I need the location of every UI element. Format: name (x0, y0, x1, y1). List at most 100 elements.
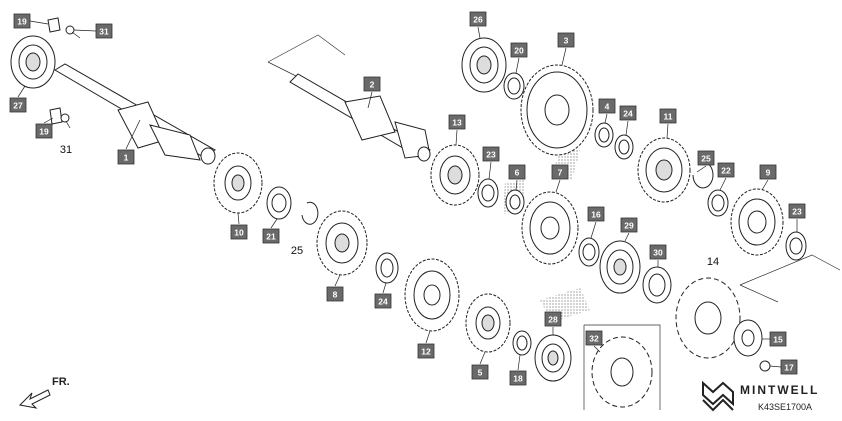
label-box (659, 108, 677, 124)
part-label-6: 6 (508, 164, 526, 180)
label-25-plain: 25 (291, 245, 303, 257)
label-box (788, 203, 806, 219)
gear-8 (316, 210, 368, 276)
label-box (598, 98, 616, 114)
leader-line-12 (425, 330, 431, 344)
label-box (9, 97, 27, 113)
label-box (717, 162, 735, 178)
leader-line-31a (73, 29, 97, 32)
label-box (374, 293, 392, 309)
label-number: 22 (721, 166, 731, 176)
part-label-21: 21 (262, 228, 280, 244)
label-number: 24 (623, 109, 633, 119)
washer-21 (266, 186, 292, 220)
label-box (509, 370, 527, 386)
part-label-24a: 24 (619, 105, 637, 121)
label-box (230, 224, 248, 240)
label-number: 16 (591, 210, 601, 220)
label-box (417, 343, 435, 359)
leader-line-16 (590, 221, 597, 239)
label-number: 9 (766, 168, 771, 178)
leader-line-19a (29, 20, 49, 25)
part-label-23b: 23 (788, 203, 806, 219)
washer-24-lower (375, 252, 399, 284)
gear-11 (637, 137, 691, 203)
bearing-26 (461, 37, 507, 93)
washer-20 (503, 72, 525, 100)
part-label-19a: 19 (13, 13, 31, 29)
label-number: 10 (234, 228, 244, 238)
label-box (587, 206, 605, 222)
label-box (620, 217, 638, 233)
part-label-16: 16 (587, 206, 605, 222)
part-label-5: 5 (471, 364, 489, 380)
part-label-4: 4 (598, 98, 616, 114)
bolt-17 (759, 360, 771, 372)
label-number: 1 (124, 153, 129, 163)
label-box (117, 149, 135, 165)
label-number: 6 (515, 168, 520, 178)
label-number: 31 (99, 27, 109, 37)
label-number: 32 (589, 334, 599, 344)
brand-name: MINTWELL (740, 383, 819, 397)
label-14-plain: 14 (707, 256, 719, 268)
part-label-27: 27 (9, 97, 27, 113)
part-label-28: 28 (544, 311, 562, 327)
sprocket-14 (675, 277, 741, 359)
part-label-22: 22 (717, 162, 735, 178)
bearing-27 (10, 35, 56, 89)
gear-7 (521, 191, 579, 265)
gear-5 (465, 293, 511, 353)
label-number: 15 (773, 335, 783, 345)
label-number: 4 (605, 102, 610, 112)
leader-line-3 (561, 47, 567, 66)
leader-line-11 (666, 123, 669, 139)
part-label-7: 7 (551, 164, 569, 180)
label-number: 26 (473, 15, 483, 25)
leader-line-17 (769, 365, 782, 368)
part-label-12: 12 (417, 343, 435, 359)
label-number: 23 (792, 207, 802, 217)
label-number: 7 (558, 168, 563, 178)
washer-24-upper (614, 134, 634, 160)
label-number: 21 (266, 232, 276, 242)
washer-22 (707, 189, 729, 217)
leader-line-19b (43, 117, 54, 124)
bearing-28 (534, 334, 572, 382)
label-number: 25 (701, 154, 711, 164)
washer-23-mid (477, 178, 499, 208)
leader-line-32 (593, 345, 601, 353)
label-box (35, 123, 53, 139)
diagram-code: K43SE1700A (758, 402, 812, 412)
washer-16 (578, 237, 600, 267)
leader-line-20 (515, 57, 520, 74)
label-31-plain: 31 (60, 144, 72, 156)
label-box (363, 76, 381, 92)
label-number: 8 (333, 290, 338, 300)
label-box (697, 150, 715, 166)
bushing-4 (594, 122, 614, 148)
washer-23-right (785, 231, 807, 261)
bushing-6 (505, 189, 525, 215)
label-number: 12 (421, 347, 431, 357)
countershaft-2 (289, 73, 431, 162)
label-number: 2 (370, 80, 375, 90)
circlip-25-lower (301, 201, 319, 225)
label-number: 19 (39, 127, 49, 137)
bearing-29 (599, 240, 641, 294)
part-label-29: 29 (620, 217, 638, 233)
label-number: 17 (784, 363, 794, 373)
inset-sprocket-32 (583, 324, 661, 410)
gear-9 (730, 188, 784, 256)
front-direction-arrow: FR. (18, 376, 70, 409)
part-label-20: 20 (510, 42, 528, 58)
circlip-25-upper (692, 161, 714, 189)
label-box (759, 164, 777, 180)
label-number: 23 (486, 150, 496, 160)
gear-10 (213, 152, 263, 214)
label-box (471, 364, 489, 380)
leader-line-8 (334, 274, 341, 287)
label-box (448, 114, 466, 130)
label-box (262, 228, 280, 244)
